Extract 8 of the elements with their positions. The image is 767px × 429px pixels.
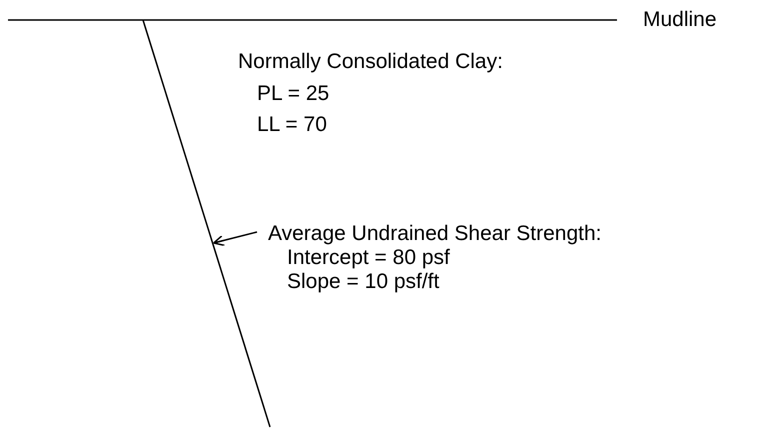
leader-arrow [212, 231, 258, 246]
callout-value: Intercept = 80 psf [287, 246, 450, 270]
soil-property: LL = 70 [257, 113, 327, 137]
soil-description: Normally Consolidated Clay: [238, 50, 503, 74]
soil-property: PL = 25 [257, 82, 330, 106]
layer-label: Mudline [643, 8, 717, 32]
callout-value: Slope = 10 psf/ft [287, 270, 440, 294]
callout-heading: Average Undrained Shear Strength: [268, 222, 602, 246]
